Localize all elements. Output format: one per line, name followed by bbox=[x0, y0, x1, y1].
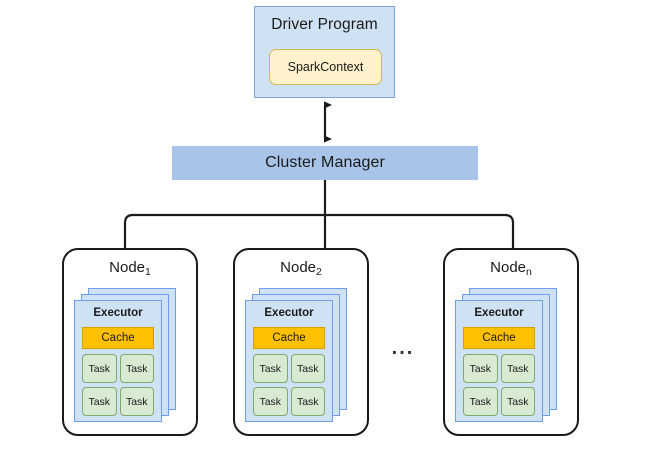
cache-box-n: Cache bbox=[463, 327, 535, 349]
node-subscript-1: 1 bbox=[145, 266, 151, 278]
node-box-1: Node1 Executor Cache Task Task Task Task bbox=[62, 248, 198, 436]
task-label: Task bbox=[506, 362, 529, 375]
task-box: Task bbox=[82, 354, 117, 383]
task-box: Task bbox=[500, 387, 535, 416]
task-box: Task bbox=[82, 387, 117, 416]
executor-card-front-n: Executor Cache Task Task Task Task bbox=[455, 300, 543, 422]
node-title-2: Node2 bbox=[235, 259, 367, 278]
node-box-n: Noden Executor Cache Task Task Task Task bbox=[443, 248, 579, 436]
task-label: Task bbox=[88, 395, 111, 408]
task-label: Task bbox=[259, 395, 282, 408]
task-label: Task bbox=[506, 395, 529, 408]
executor-label-2: Executor bbox=[264, 307, 314, 319]
node-name-n: Node bbox=[490, 259, 526, 276]
task-label: Task bbox=[125, 362, 148, 375]
task-box: Task bbox=[290, 354, 325, 383]
node-title-n: Noden bbox=[445, 259, 577, 278]
task-label: Task bbox=[259, 362, 282, 375]
node-name-1: Node bbox=[109, 259, 145, 276]
task-label: Task bbox=[469, 362, 492, 375]
executor-label-1: Executor bbox=[93, 307, 143, 319]
task-label: Task bbox=[296, 362, 319, 375]
cache-label-n: Cache bbox=[482, 332, 516, 344]
executor-stack-n: Executor Cache Task Task Task Task bbox=[455, 288, 567, 424]
task-label: Task bbox=[125, 395, 148, 408]
sparkcontext-box: SparkContext bbox=[269, 49, 382, 85]
cache-label-1: Cache bbox=[101, 332, 135, 344]
node-subscript-n: n bbox=[526, 266, 532, 278]
node-subscript-2: 2 bbox=[316, 266, 322, 278]
task-label: Task bbox=[469, 395, 492, 408]
task-box: Task bbox=[253, 354, 288, 383]
task-label: Task bbox=[88, 362, 111, 375]
executor-card-front-1: Executor Cache Task Task Task Task bbox=[74, 300, 162, 422]
cluster-manager-box: Cluster Manager bbox=[172, 146, 478, 180]
task-box: Task bbox=[119, 354, 154, 383]
task-box: Task bbox=[119, 387, 154, 416]
sparkcontext-label: SparkContext bbox=[287, 60, 364, 74]
task-box: Task bbox=[290, 387, 325, 416]
driver-program-box: Driver Program SparkContext bbox=[254, 6, 395, 98]
executor-label-n: Executor bbox=[474, 307, 524, 319]
cache-box-1: Cache bbox=[82, 327, 154, 349]
task-grid-2: Task Task Task Task bbox=[253, 354, 325, 416]
executor-card-front-2: Executor Cache Task Task Task Task bbox=[245, 300, 333, 422]
cluster-node-tree bbox=[123, 180, 515, 248]
node-name-2: Node bbox=[280, 259, 316, 276]
nodes-ellipsis: ... bbox=[391, 337, 415, 359]
node-box-2: Node2 Executor Cache Task Task Task Task bbox=[233, 248, 369, 436]
driver-program-title: Driver Program bbox=[271, 16, 378, 33]
node-title-1: Node1 bbox=[64, 259, 196, 278]
task-box: Task bbox=[253, 387, 288, 416]
executor-stack-1: Executor Cache Task Task Task Task bbox=[74, 288, 186, 424]
cache-box-2: Cache bbox=[253, 327, 325, 349]
cache-label-2: Cache bbox=[272, 332, 306, 344]
cluster-manager-label: Cluster Manager bbox=[265, 154, 385, 171]
task-grid-1: Task Task Task Task bbox=[82, 354, 154, 416]
task-box: Task bbox=[500, 354, 535, 383]
task-box: Task bbox=[463, 354, 498, 383]
executor-stack-2: Executor Cache Task Task Task Task bbox=[245, 288, 357, 424]
task-label: Task bbox=[296, 395, 319, 408]
task-grid-n: Task Task Task Task bbox=[463, 354, 535, 416]
task-box: Task bbox=[463, 387, 498, 416]
